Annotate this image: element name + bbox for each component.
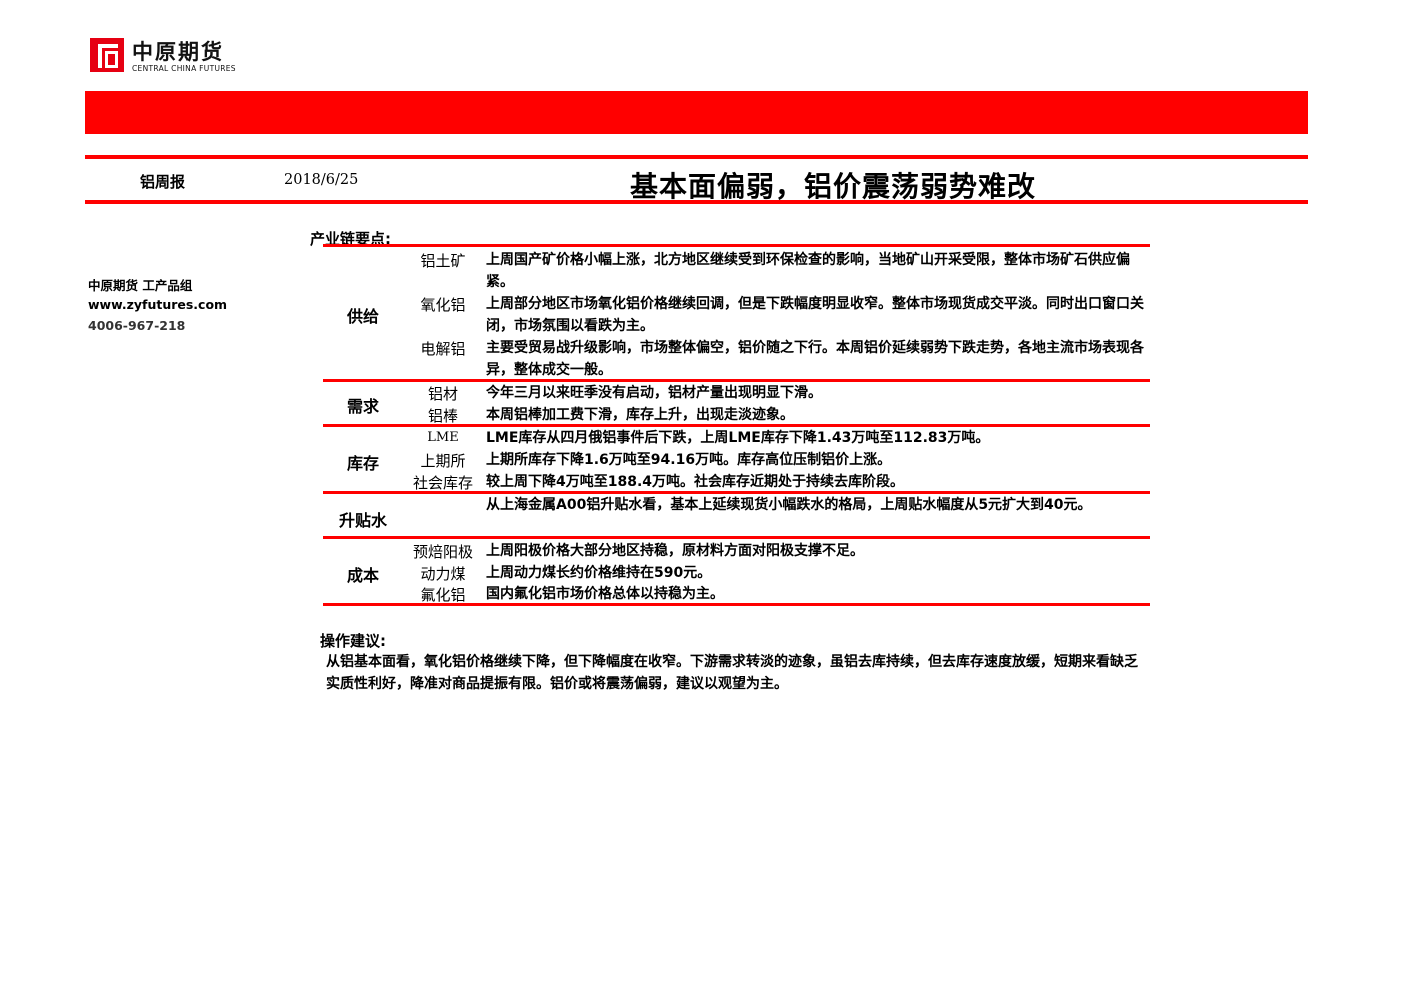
- item-aluminum-fluoride: 氟化铝: [420, 586, 466, 604]
- category-cost: 成本: [346, 566, 379, 585]
- category-supply: 供给: [346, 307, 379, 326]
- item-alumina: 氧化铝: [420, 296, 466, 314]
- header-bottom-rule: [85, 200, 1308, 204]
- table-rule: [323, 244, 1150, 247]
- table-rule: [323, 379, 1150, 382]
- advice-text: 从铝基本面看，氧化铝价格继续下降，但下降幅度在收窄。下游需求转淡的迹象，虽铝去库…: [326, 654, 1138, 692]
- item-electrolytic-aluminum: 电解铝: [420, 340, 466, 358]
- company-logo: 中原期货 CENTRAL CHINA FUTURES: [90, 36, 250, 76]
- category-inventory: 库存: [346, 454, 379, 473]
- report-date: 2018/6/25: [284, 172, 359, 188]
- text-prebaked-anode: 上周阳极价格大部分地区持稳，原材料方面对阳极支撑不足。: [486, 543, 864, 559]
- advice-label: 操作建议:: [320, 632, 386, 650]
- text-lme: LME库存从四月俄铝事件后下跌，上周LME库存下降1.43万吨至112.83万吨…: [486, 430, 990, 446]
- item-lme: LME: [427, 430, 459, 445]
- report-name: 铝周报: [140, 173, 186, 191]
- item-thermal-coal: 动力煤: [420, 565, 466, 583]
- sidebar-website[interactable]: www.zyfutures.com: [88, 297, 228, 312]
- sidebar-company: 中原期货 工产品组: [88, 278, 193, 293]
- item-prebaked-anode: 预焙阳极: [412, 543, 473, 561]
- logo-chinese-text: 中原期货: [132, 40, 224, 64]
- item-aluminum-profile: 铝材: [427, 385, 458, 403]
- text-aluminum-profile: 今年三月以来旺季没有启动，铝材产量出现明显下滑。: [486, 385, 822, 401]
- header-red-band: [85, 91, 1308, 134]
- text-bauxite: 上周国产矿价格小幅上涨，北方地区继续受到环保检查的影响，当地矿山开采受限，整体市…: [486, 252, 1130, 290]
- item-shfe: 上期所: [420, 452, 466, 470]
- category-basis: 升贴水: [338, 511, 387, 530]
- text-social-inventory: 较上周下降4万吨至188.4万吨。社会库存近期处于持续去库阶段。: [486, 474, 905, 490]
- header-top-rule: [85, 155, 1308, 159]
- table-rule: [323, 491, 1150, 494]
- logo-mark-icon: [90, 38, 124, 72]
- text-alumina: 上周部分地区市场氧化铝价格继续回调，但是下跌幅度明显收窄。整体市场现货成交平淡。…: [486, 296, 1144, 334]
- table-rule: [323, 424, 1150, 427]
- text-shfe: 上期所库存下降1.6万吨至94.16万吨。库存高位压制铝价上涨。: [486, 452, 892, 468]
- item-bauxite: 铝土矿: [420, 252, 466, 270]
- text-basis: 从上海金属A00铝升贴水看，基本上延续现货小幅跌水的格局，上周贴水幅度从5元扩大…: [486, 497, 1092, 513]
- chain-section-label: 产业链要点:: [310, 230, 391, 248]
- logo-english-text: CENTRAL CHINA FUTURES: [132, 64, 236, 73]
- category-demand: 需求: [346, 397, 379, 416]
- table-rule: [323, 536, 1150, 539]
- text-electrolytic-aluminum: 主要受贸易战升级影响，市场整体偏空，铝价随之下行。本周铝价延续弱势下跌走势，各地…: [486, 340, 1144, 378]
- table-rule: [323, 603, 1150, 606]
- text-aluminum-fluoride: 国内氟化铝市场价格总体以持稳为主。: [486, 586, 724, 602]
- item-aluminum-rod: 铝棒: [427, 407, 458, 425]
- text-aluminum-rod: 本周铝棒加工费下滑，库存上升，出现走淡迹象。: [486, 407, 794, 423]
- sidebar-phone: 4006-967-218: [88, 318, 186, 333]
- report-title: 基本面偏弱，铝价震荡弱势难改: [630, 170, 1037, 203]
- item-social-inventory: 社会库存: [412, 474, 473, 492]
- text-thermal-coal: 上周动力煤长约价格维持在590元。: [486, 565, 712, 581]
